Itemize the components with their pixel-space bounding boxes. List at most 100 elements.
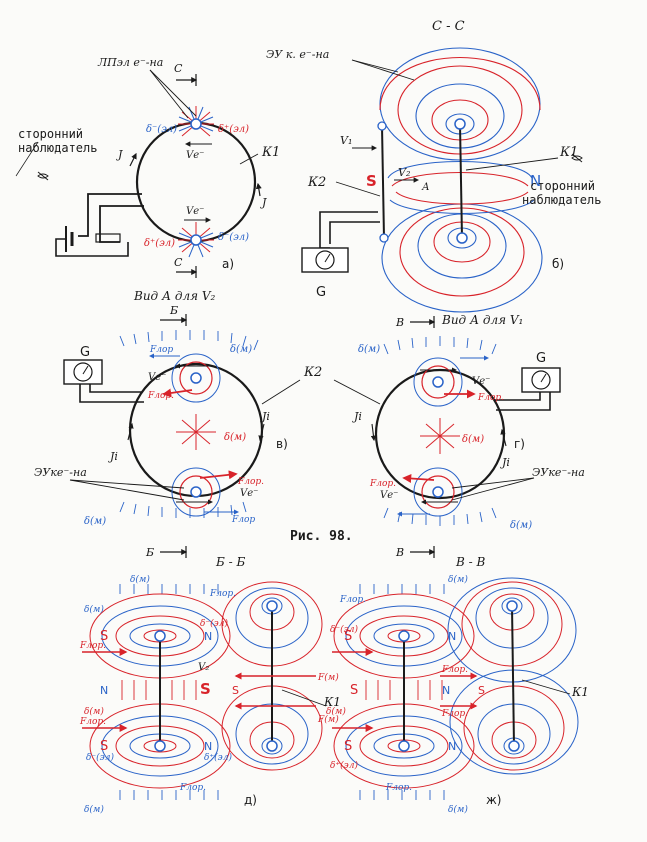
- label-s-zh-right: S: [478, 684, 485, 697]
- f-m-d-1: F(м): [317, 672, 339, 683]
- delta-m-d-left: δ(м): [84, 604, 104, 615]
- field-arrows-top-d: [119, 584, 219, 594]
- field-arrows-top-v: [119, 330, 259, 351]
- galvanometer-gauge-icon: [315, 250, 335, 270]
- label-n-zh-top: N: [448, 630, 456, 643]
- delta-m-zh-mid: δ(м): [326, 706, 346, 717]
- title-zh: В - В: [455, 555, 486, 569]
- panel-label-a: а): [222, 257, 234, 271]
- inner-field-g: [420, 418, 460, 454]
- v1-b: V₁: [340, 134, 352, 147]
- figure-caption: Рис. 98.: [290, 529, 353, 544]
- ve-top: Vе⁻: [186, 150, 204, 161]
- delta-el-plus-zh: δ⁺(эл): [330, 760, 358, 771]
- panel-v: Вид А для V₂ Б Б: [34, 289, 288, 559]
- label-s-d-top: S: [100, 629, 108, 644]
- electron-bottom-g: [413, 467, 463, 517]
- field-arrows-bottom-zh: [359, 790, 445, 800]
- f-m-d-2: F(м): [317, 714, 339, 725]
- panel-label-d: д): [244, 793, 257, 807]
- label-s-zh-mid: S: [350, 683, 358, 698]
- delta-m-zh-top: δ(м): [448, 574, 468, 585]
- title-v: Вид А для V₂: [133, 289, 216, 303]
- f-lor-d-1: Fлор.: [79, 641, 106, 651]
- panel-a: ЛПэл е⁻-на С С К1 сторонний наблюдатель …: [15, 56, 280, 278]
- delta-el-plus-d: δ⁺(эл): [204, 752, 232, 763]
- section-mark-v-bottom: В: [395, 546, 404, 559]
- delta-m-v-top: δ(м): [230, 344, 252, 355]
- ve-bottom: Vе⁻: [186, 206, 204, 217]
- label-ey-g: ЭУке⁻-на: [532, 466, 585, 479]
- ve-v-bottom: Vе⁻: [240, 488, 258, 499]
- panel-d: Б - Б: [79, 555, 341, 815]
- panel-label-g: г): [514, 437, 525, 451]
- label-k1: К1: [261, 145, 280, 160]
- field-arrows-top-g: [383, 336, 497, 355]
- observer-label-b-line2: наблюдатель: [522, 193, 601, 207]
- current-v-left: Jі: [108, 450, 118, 463]
- label-g-g: G: [536, 351, 546, 366]
- label-s-d-bottom: S: [100, 739, 108, 754]
- k2-wire: [319, 211, 378, 249]
- label-g-v: G: [80, 345, 90, 360]
- delta-el-minus-d-2: δ⁻(эл): [86, 752, 114, 763]
- delta-m-g-bottom: δ(м): [510, 520, 532, 531]
- label-s-d-mid: S: [200, 680, 211, 698]
- observer-eye-icon: [37, 171, 49, 181]
- current-g-right: Jі: [500, 456, 510, 469]
- panel-label-v: в): [276, 437, 288, 451]
- gauge-icon-g: [531, 370, 551, 390]
- observer-label-b-line1: сторонний: [530, 179, 595, 193]
- middle-field-zh: [365, 680, 443, 700]
- electron-top-v: [171, 353, 221, 403]
- delta-m-zh-bottom: δ(м): [448, 804, 468, 815]
- label-lp: ЛПэл е⁻-на: [97, 56, 163, 69]
- section-title-cc: С - С: [432, 19, 465, 34]
- delta-left-bottom: δ⁺(эл): [144, 238, 175, 249]
- panel-label-zh: ж): [486, 793, 502, 807]
- label-k2-b: К2: [307, 175, 326, 190]
- label-ey-v: ЭУке⁻-на: [34, 466, 87, 479]
- delta-left-top: δ⁻(эл): [146, 124, 177, 135]
- delta-right-top: δ⁺(эл): [218, 124, 249, 135]
- circuit-wire: [78, 193, 142, 237]
- f-lor-arrow-bottom-g: [402, 473, 435, 483]
- delta-el-minus-d: δ⁻(эл): [200, 618, 228, 629]
- label-a-b: А: [421, 182, 430, 193]
- label-n-d-mid: N: [100, 684, 108, 697]
- current-left: J: [116, 148, 123, 161]
- delta-m-g: δ(м): [462, 434, 484, 445]
- observer-label-line1: сторонний: [18, 127, 83, 141]
- electron-top: [178, 106, 214, 137]
- observer-eye-icon-b: [571, 153, 583, 163]
- inner-field-v: [176, 414, 216, 450]
- label-k1-d: К1: [323, 695, 341, 709]
- label-s-d-right: S: [232, 684, 239, 697]
- delta-el-minus-zh: δ⁻(эл): [330, 624, 358, 635]
- f-lor-d-3: Fлор.: [209, 589, 236, 599]
- f-lor-zh-3: Fлор.: [441, 709, 468, 719]
- f-field-v-bottom: Fлор: [231, 515, 255, 525]
- label-k1-zh: К1: [571, 685, 589, 699]
- field-arrows-bottom-v: [119, 501, 247, 518]
- f-lor-d-4: Fлор.: [179, 783, 206, 793]
- label-s-zh-bottom: S: [344, 739, 352, 754]
- label-n-d-top: N: [204, 630, 212, 643]
- field-arrows-bottom-g: [383, 507, 497, 526]
- section-mark-b-top: Б: [169, 304, 178, 317]
- v2-d: V₂: [198, 662, 209, 673]
- section-mark-top: С: [174, 62, 183, 75]
- f-lor-zh-2: Fлор.: [441, 665, 468, 675]
- middle-field-d: [121, 680, 197, 700]
- panel-g: Вид А для V₁ В В: [352, 313, 585, 559]
- conductor-k2-rod: [381, 125, 385, 239]
- gauge-icon-v: [73, 362, 93, 382]
- ve-g-bottom: Vе⁻: [380, 490, 398, 501]
- resistor: [95, 233, 121, 243]
- electron-bottom: [178, 222, 214, 258]
- delta-m-d-mid: δ(м): [84, 706, 104, 717]
- f-lor-top-v: Fлор.: [147, 391, 174, 401]
- delta-m-d-top: δ(м): [130, 574, 150, 585]
- f-lor-bottom-g: Fлор.: [369, 479, 396, 489]
